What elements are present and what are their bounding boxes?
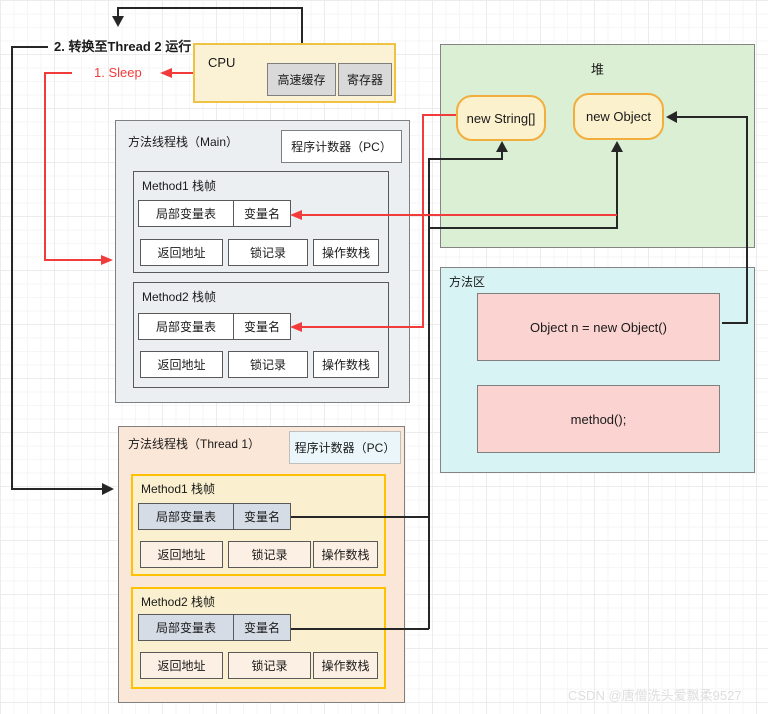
method-area-method-code-box: method(); — [477, 385, 720, 453]
main-thread-stack-title: 方法线程栈（Main） — [128, 135, 239, 149]
thread1-method2-frame-title: Method2 栈帧 — [141, 595, 216, 609]
method-area-object-code-box: Object n = new Object() — [477, 293, 720, 361]
heap-node-new-string: new String[] — [456, 95, 546, 141]
main-method1-frame-title: Method1 栈帧 — [142, 179, 217, 193]
arrowhead-right-thread1 — [102, 483, 114, 495]
thread1-method2-var-name: 变量名 — [233, 614, 291, 641]
main-method2-var-name: 变量名 — [233, 313, 291, 340]
thread1-method1-frame-title: Method1 栈帧 — [141, 482, 216, 496]
cpu-cache-box: 高速缓存 — [267, 63, 336, 96]
thread1-method2-local-var-table: 局部变量表 — [138, 614, 234, 641]
heap-node-new-object: new Object — [573, 93, 664, 140]
thread1-stack-title: 方法线程栈（Thread 1） — [128, 437, 261, 451]
thread1-method2-return-addr: 返回地址 — [140, 652, 223, 679]
main-method1-local-var-table: 局部变量表 — [138, 200, 234, 227]
main-method2-frame: Method2 栈帧 — [133, 282, 389, 388]
cpu-register-box: 寄存器 — [338, 63, 392, 96]
switch-thread2-label: 2. 转换至Thread 2 运行 — [54, 39, 192, 54]
main-method1-lock-record: 锁记录 — [228, 239, 308, 266]
arrowhead-left-sleep — [160, 68, 172, 78]
thread1-method1-var-name: 变量名 — [233, 503, 291, 530]
arrowhead-down-switch-label — [112, 16, 124, 27]
thread1-method1-lock-record: 锁记录 — [228, 541, 311, 568]
cpu-title: CPU — [208, 55, 236, 70]
main-method2-operand-stack: 操作数栈 — [313, 351, 379, 378]
arrow-sleep-to-main-stack — [44, 72, 101, 261]
watermark: CSDN @唐僧洗头爱飘柔9527 — [568, 688, 742, 703]
main-method2-lock-record: 锁记录 — [228, 351, 308, 378]
sleep-label: 1. Sleep — [94, 65, 142, 80]
thread1-pc-box: 程序计数器（PC） — [289, 431, 401, 464]
arrowhead-right-main-stack — [101, 255, 113, 265]
main-method1-var-name: 变量名 — [233, 200, 291, 227]
arrow-switch-label-to-thread1 — [11, 46, 103, 490]
main-pc-box: 程序计数器（PC） — [281, 130, 402, 163]
thread1-method1-local-var-table: 局部变量表 — [138, 503, 234, 530]
thread1-method2-lock-record: 锁记录 — [228, 652, 311, 679]
heap-box: 堆 — [440, 44, 755, 248]
main-method2-local-var-table: 局部变量表 — [138, 313, 234, 340]
main-method2-return-addr: 返回地址 — [140, 351, 223, 378]
main-method1-operand-stack: 操作数栈 — [313, 239, 379, 266]
heap-title: 堆 — [590, 62, 604, 77]
main-method1-return-addr: 返回地址 — [140, 239, 223, 266]
arrow-cpu-to-switch-label — [117, 7, 303, 43]
method-area-title: 方法区 — [449, 275, 486, 289]
main-method2-frame-title: Method2 栈帧 — [142, 290, 217, 304]
thread1-method2-operand-stack: 操作数栈 — [313, 652, 378, 679]
thread1-method1-return-addr: 返回地址 — [140, 541, 223, 568]
thread1-method1-operand-stack: 操作数栈 — [313, 541, 378, 568]
